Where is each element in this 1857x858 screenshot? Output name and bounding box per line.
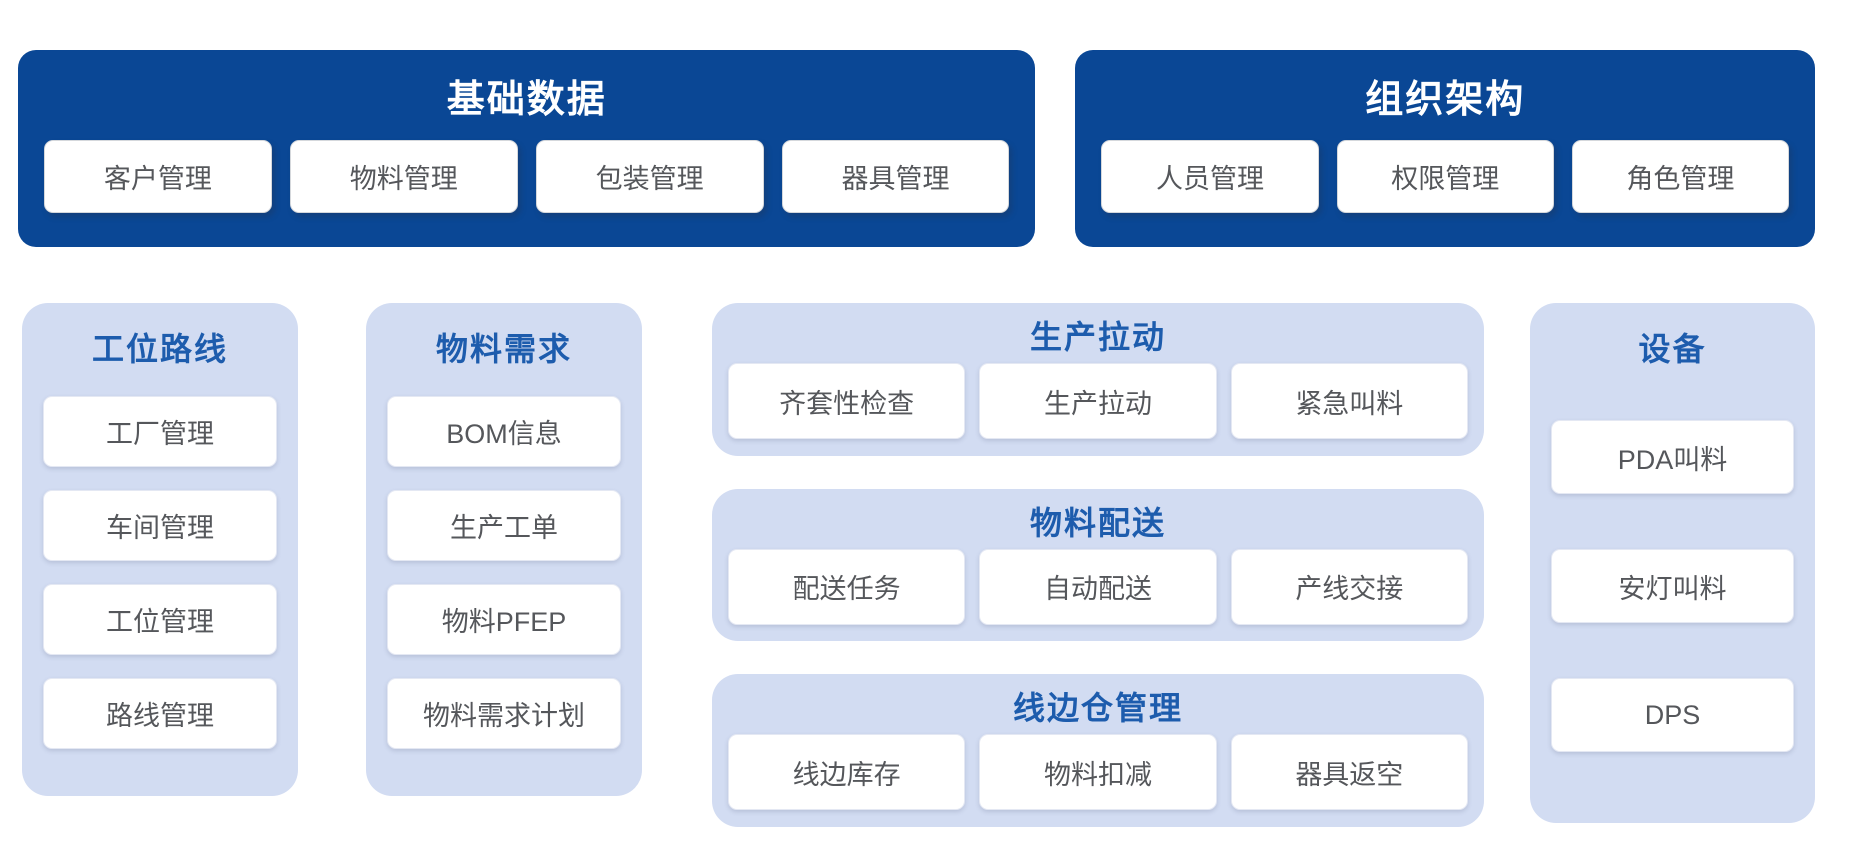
module-chip-dps: DPS — [1551, 678, 1794, 752]
panel-title: 物料配送 — [1029, 504, 1166, 541]
panel-equipment: 设备 PDA叫料 安灯叫料 DPS — [1530, 303, 1815, 823]
module-chip-delivery-task: 配送任务 — [728, 548, 966, 625]
bottom-panel-row: 工位路线 工厂管理 车间管理 工位管理 路线管理 物料需求 BOM信息 生产工单… — [22, 303, 1815, 828]
module-chip-kit-check: 齐套性检查 — [728, 363, 966, 439]
module-chip-permission-mgmt: 权限管理 — [1336, 140, 1554, 213]
module-chip-lineside-stock: 线边库存 — [728, 734, 966, 811]
module-chip-urgent-call: 紧急叫料 — [1230, 363, 1468, 439]
spacer — [298, 303, 366, 827]
module-chip-container-return: 器具返空 — [1230, 734, 1468, 811]
module-chip-pda-call: PDA叫料 — [1551, 420, 1794, 494]
module-chip-personnel-mgmt: 人员管理 — [1101, 140, 1319, 213]
panel-title: 生产拉动 — [1029, 319, 1166, 355]
module-chip-role-mgmt: 角色管理 — [1571, 140, 1789, 213]
spacer — [642, 303, 712, 827]
panel-station-routes: 工位路线 工厂管理 车间管理 工位管理 路线管理 — [22, 303, 298, 796]
panel-title: 组织架构 — [1365, 78, 1526, 121]
panel-lineside-warehouse: 线边仓管理 线边库存 物料扣减 器具返空 — [712, 674, 1484, 828]
module-chip-container-mgmt: 器具管理 — [781, 140, 1010, 213]
module-chip-material-plan: 物料需求计划 — [387, 678, 621, 749]
module-chip-andon-call: 安灯叫料 — [1551, 549, 1794, 623]
panel-title: 设备 — [1638, 331, 1707, 367]
chip-stack: BOM信息 生产工单 物料PFEP 物料需求计划 — [387, 396, 621, 749]
module-chip-auto-delivery: 自动配送 — [979, 548, 1217, 625]
chip-row: 配送任务 自动配送 产线交接 — [728, 548, 1468, 625]
chip-row: 齐套性检查 生产拉动 紧急叫料 — [728, 363, 1468, 439]
module-chip-packaging-mgmt: 包装管理 — [535, 140, 764, 213]
panel-title: 线边仓管理 — [1012, 690, 1183, 727]
module-chip-workshop-mgmt: 车间管理 — [43, 490, 277, 561]
top-panel-row: 基础数据 客户管理 物料管理 包装管理 器具管理 组织架构 人员管理 权限管理 … — [18, 50, 1815, 247]
panel-title: 工位路线 — [91, 331, 228, 367]
panel-title: 物料需求 — [435, 331, 572, 367]
module-chip-route-mgmt: 路线管理 — [43, 678, 277, 749]
spacer — [1484, 303, 1530, 827]
module-chip-bom-info: BOM信息 — [387, 396, 621, 467]
chip-row: 人员管理 权限管理 角色管理 — [1075, 140, 1815, 213]
module-chip-material-deduct: 物料扣减 — [979, 734, 1217, 811]
module-chip-customer-mgmt: 客户管理 — [44, 140, 272, 213]
module-chip-factory-mgmt: 工厂管理 — [43, 396, 277, 467]
chip-stack: 工厂管理 车间管理 工位管理 路线管理 — [43, 396, 277, 749]
panel-title: 基础数据 — [446, 78, 607, 121]
middle-panel-stack: 生产拉动 齐套性检查 生产拉动 紧急叫料 物料配送 配送任务 自动配送 产线交接… — [712, 303, 1484, 828]
module-chip-line-handover: 产线交接 — [1230, 548, 1468, 625]
module-chip-production-pull: 生产拉动 — [979, 363, 1217, 439]
chip-row: 线边库存 物料扣减 器具返空 — [728, 734, 1468, 811]
chip-stack: PDA叫料 安灯叫料 DPS — [1551, 420, 1794, 752]
panel-production-pull: 生产拉动 齐套性检查 生产拉动 紧急叫料 — [712, 303, 1484, 456]
panel-material-demand: 物料需求 BOM信息 生产工单 物料PFEP 物料需求计划 — [366, 303, 642, 796]
module-chip-station-mgmt: 工位管理 — [43, 584, 277, 655]
module-chip-material-pfep: 物料PFEP — [387, 584, 621, 655]
panel-material-delivery: 物料配送 配送任务 自动配送 产线交接 — [712, 488, 1484, 642]
chip-row: 客户管理 物料管理 包装管理 器具管理 — [18, 140, 1035, 213]
module-chip-work-order: 生产工单 — [387, 490, 621, 561]
panel-basic-data: 基础数据 客户管理 物料管理 包装管理 器具管理 — [18, 50, 1036, 247]
panel-organization: 组织架构 人员管理 权限管理 角色管理 — [1075, 50, 1815, 247]
module-chip-material-mgmt: 物料管理 — [289, 140, 518, 213]
